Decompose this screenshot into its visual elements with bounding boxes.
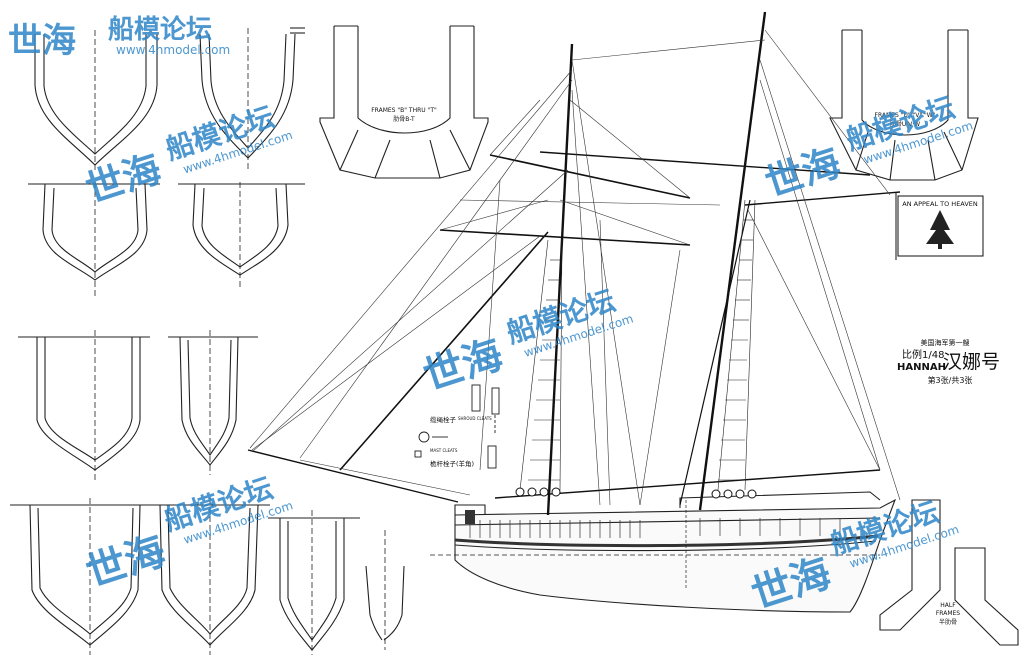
frames-b-thru-t (319, 25, 489, 179)
title-block: 美国海军第一艘 比例1/48 HANNAH 汉娜号 第3张/共3张 (897, 338, 1000, 385)
frame-sections-left (10, 27, 405, 655)
mast-cleats-label-cn: 桅杆栓子(羊角) (430, 459, 474, 468)
frames-b-thru-t-label: FRAMES "B" THRU "T" (371, 107, 437, 114)
ship-rigging (249, 29, 901, 506)
watermark-logo: 世海 (8, 21, 76, 61)
title-subtitle: 美国海军第一艘 (921, 338, 970, 347)
shroud-cleats-label: SHROUD CLEATS (458, 416, 492, 421)
ship-deadeyes (515, 487, 757, 499)
title-scale: 比例1/48 (902, 348, 944, 361)
cleat-details (414, 384, 500, 469)
watermark-name: 船模论坛 (108, 14, 212, 45)
half-frames-label-cn: 半肋骨 (939, 618, 957, 626)
watermark-url: www.4hmodel.com (116, 43, 230, 57)
frames-u-v-w-label-cn: 肋骨U·V·W (890, 120, 920, 128)
stern-lantern (465, 510, 475, 524)
flag-label: AN APPEAL TO HEAVEN (902, 200, 978, 208)
half-frames-label-2: FRAMES (936, 610, 960, 617)
ship-masts (247, 11, 901, 516)
watermark-top-left: 世海 船模论坛 www.4hmodel.com (8, 14, 230, 61)
ship-ratlines (519, 199, 756, 491)
title-sheet: 第3张/共3张 (928, 375, 973, 385)
half-frames-label-1: HALF (940, 602, 956, 609)
half-frames (879, 499, 1019, 646)
flag (895, 192, 984, 260)
hull-planks (469, 518, 841, 538)
frames-b-thru-t-label-cn: 肋骨B-T (393, 115, 415, 123)
title-ship-cn: 汉娜号 (943, 351, 1000, 373)
mast-cleats-label: MAST CLEATS (430, 448, 458, 453)
shroud-cleats-label-cn: 缆绳栓子 (430, 415, 457, 424)
ship-hull (430, 491, 897, 613)
frames-u-v-w (829, 29, 979, 181)
title-ship-en: HANNAH (897, 362, 946, 373)
frames-u-v-w-label: FRAMES "U","V","W" (875, 112, 936, 119)
